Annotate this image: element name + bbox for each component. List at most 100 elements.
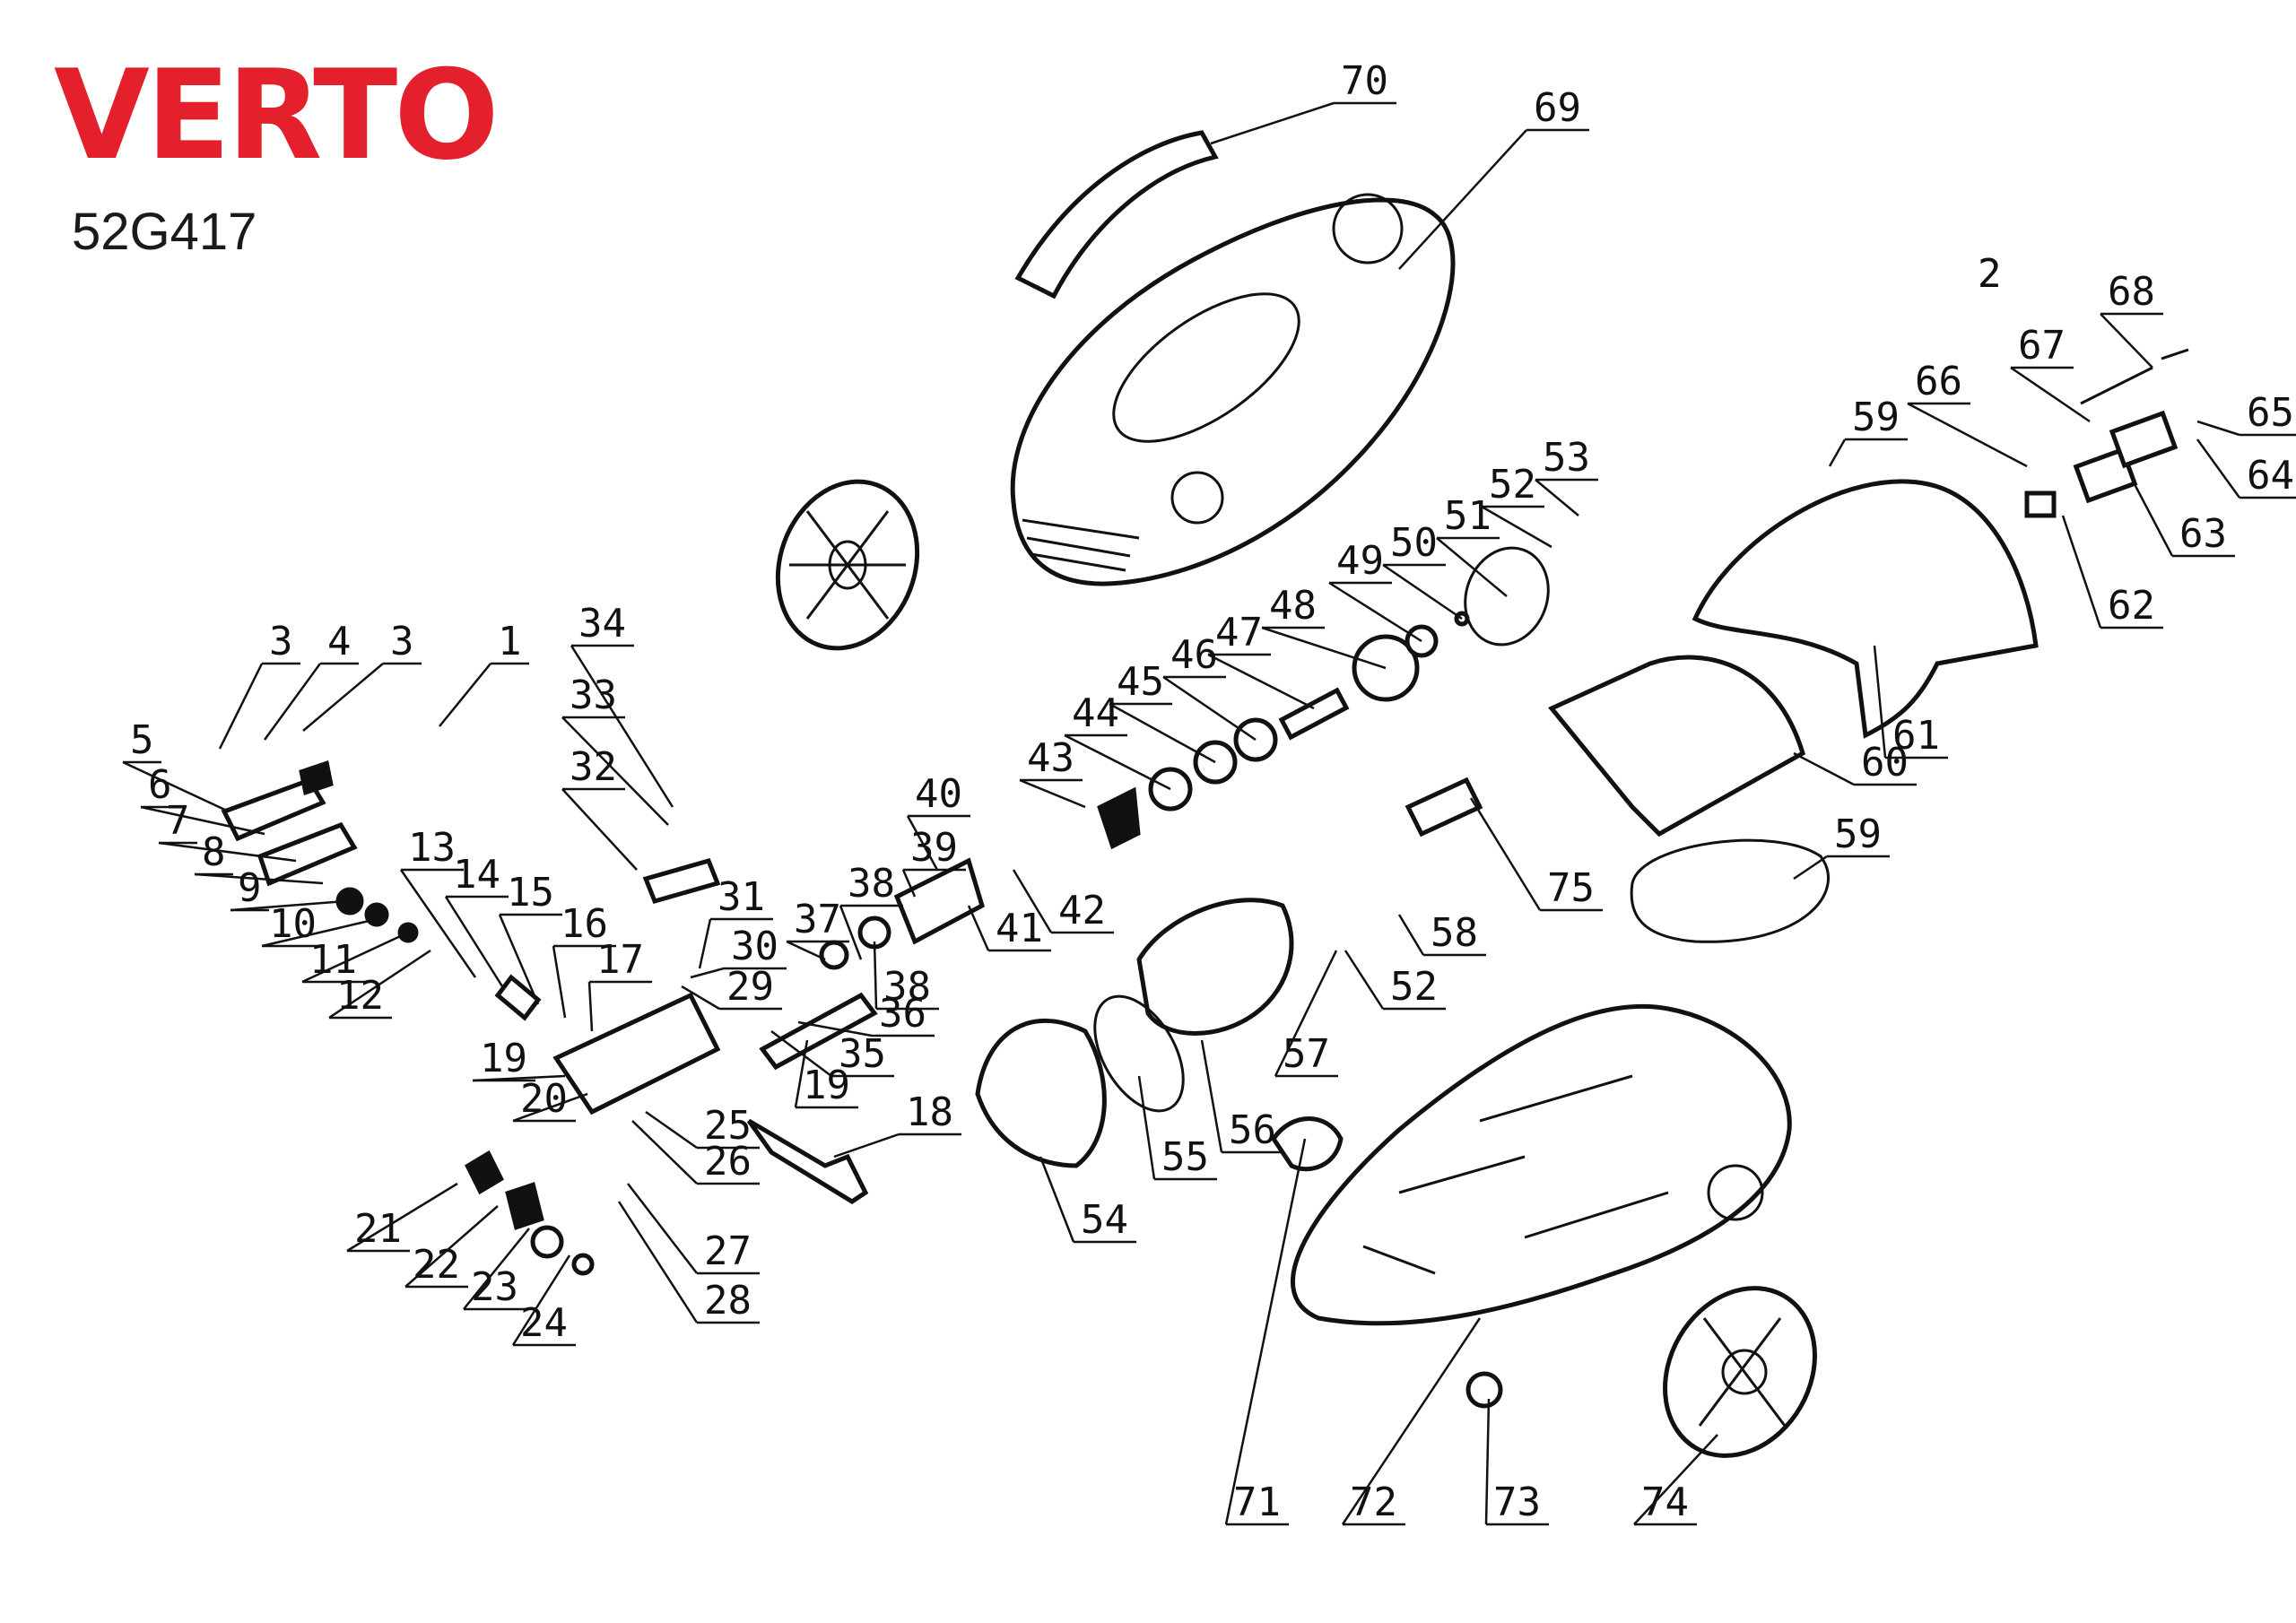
part-label-31: 31 xyxy=(718,874,765,920)
motor-armature-part xyxy=(1136,898,1294,1036)
part-label-25: 25 xyxy=(704,1103,752,1149)
leader-line xyxy=(839,905,863,960)
leader-line xyxy=(1210,101,1335,145)
leader-line xyxy=(230,899,346,912)
part-label-2: 2 xyxy=(1978,251,2002,297)
leader-line xyxy=(302,663,384,732)
leader-line xyxy=(1793,751,1855,786)
brand-logo: VERTO xyxy=(54,54,500,178)
part-label-73: 73 xyxy=(1493,1480,1541,1525)
part-label-41: 41 xyxy=(996,906,1043,951)
leader-line xyxy=(561,716,669,826)
part-label-52: 52 xyxy=(1489,462,1536,508)
part-label-17: 17 xyxy=(596,937,644,983)
leader-line xyxy=(2196,438,2241,499)
part-label-5: 5 xyxy=(130,717,154,763)
part-label-15: 15 xyxy=(507,870,554,916)
pump-internal-parts xyxy=(221,760,985,1276)
wheel-right-part xyxy=(1663,1286,1817,1458)
leader-line xyxy=(786,940,826,961)
part-label-75: 75 xyxy=(1547,865,1595,911)
leader-line xyxy=(552,945,567,1019)
part-label-64: 64 xyxy=(2247,453,2294,499)
leader-line xyxy=(770,1029,832,1078)
leader-line xyxy=(587,981,594,1032)
leader-line xyxy=(681,985,720,1011)
part-label-71: 71 xyxy=(1233,1480,1281,1525)
leader-line xyxy=(967,905,990,951)
wheel-left-part xyxy=(775,479,920,651)
leader-line xyxy=(158,841,297,863)
part-label-20: 20 xyxy=(520,1076,568,1122)
leader-line xyxy=(1207,653,1315,710)
leader-line xyxy=(346,1182,458,1253)
part-label-38: 38 xyxy=(883,964,931,1010)
leader-line xyxy=(1398,129,1527,270)
part-label-58: 58 xyxy=(1431,910,1478,956)
part-label-7: 7 xyxy=(166,798,190,844)
part-label-57: 57 xyxy=(1283,1031,1330,1077)
part-label-50: 50 xyxy=(1390,520,1438,566)
leader-line xyxy=(1162,675,1257,742)
leader-lines xyxy=(122,101,2296,1526)
leader-line xyxy=(1382,563,1463,621)
leader-line xyxy=(140,805,265,836)
part-label-69: 69 xyxy=(1534,85,1581,131)
leader-line xyxy=(439,663,491,727)
part-label-34: 34 xyxy=(578,601,626,647)
leader-line xyxy=(2133,483,2174,557)
part-label-12: 12 xyxy=(336,973,384,1019)
leader-line xyxy=(194,872,324,885)
leader-line xyxy=(444,896,504,987)
part-label-3: 3 xyxy=(390,619,414,664)
motor-shroud-part xyxy=(1548,655,1805,838)
part-label-68: 68 xyxy=(2108,269,2155,315)
strainer-part xyxy=(1270,1116,1344,1172)
part-label-27: 27 xyxy=(704,1228,752,1274)
leader-line xyxy=(1397,914,1425,956)
leader-line xyxy=(797,1020,873,1037)
leader-line xyxy=(1224,1138,1307,1525)
leader-line xyxy=(2010,366,2091,423)
leader-line xyxy=(1535,479,1579,516)
part-label-67: 67 xyxy=(2018,323,2066,369)
leader-line xyxy=(1907,402,2028,468)
main-body-part xyxy=(1291,1003,1792,1326)
part-label-19: 19 xyxy=(803,1063,850,1108)
part-label-9: 9 xyxy=(238,865,262,911)
leader-line xyxy=(631,1120,698,1185)
part-label-63: 63 xyxy=(2179,511,2227,557)
leader-line xyxy=(301,931,409,984)
part-label-30: 30 xyxy=(731,924,778,969)
leader-line xyxy=(328,949,431,1020)
leader-line xyxy=(399,869,477,978)
seal-ring-part xyxy=(1093,994,1185,1113)
part-label-32: 32 xyxy=(570,744,617,790)
handle-part xyxy=(1014,130,1219,299)
leader-line xyxy=(1344,950,1385,1010)
part-label-14: 14 xyxy=(453,852,500,898)
part-label-52: 52 xyxy=(1390,964,1438,1010)
part-label-26: 26 xyxy=(704,1139,752,1185)
part-label-51: 51 xyxy=(1444,493,1492,539)
part-label-65: 65 xyxy=(2247,390,2294,436)
leader-line xyxy=(218,663,264,750)
leader-line xyxy=(1109,702,1216,764)
part-label-6: 6 xyxy=(148,762,172,808)
part-label-13: 13 xyxy=(408,825,456,871)
part-label-37: 37 xyxy=(794,897,841,942)
part-label-22: 22 xyxy=(413,1242,460,1288)
leader-line xyxy=(561,788,638,871)
leader-line xyxy=(1019,778,1086,809)
leader-line xyxy=(472,1074,566,1082)
part-label-66: 66 xyxy=(1915,359,1962,404)
outlet-fitting-part xyxy=(746,1118,869,1204)
leader-line xyxy=(570,645,674,808)
part-label-42: 42 xyxy=(1058,888,1106,933)
leader-line xyxy=(627,1183,698,1274)
part-label-29: 29 xyxy=(726,964,774,1010)
top-cover-part xyxy=(1010,193,1456,586)
